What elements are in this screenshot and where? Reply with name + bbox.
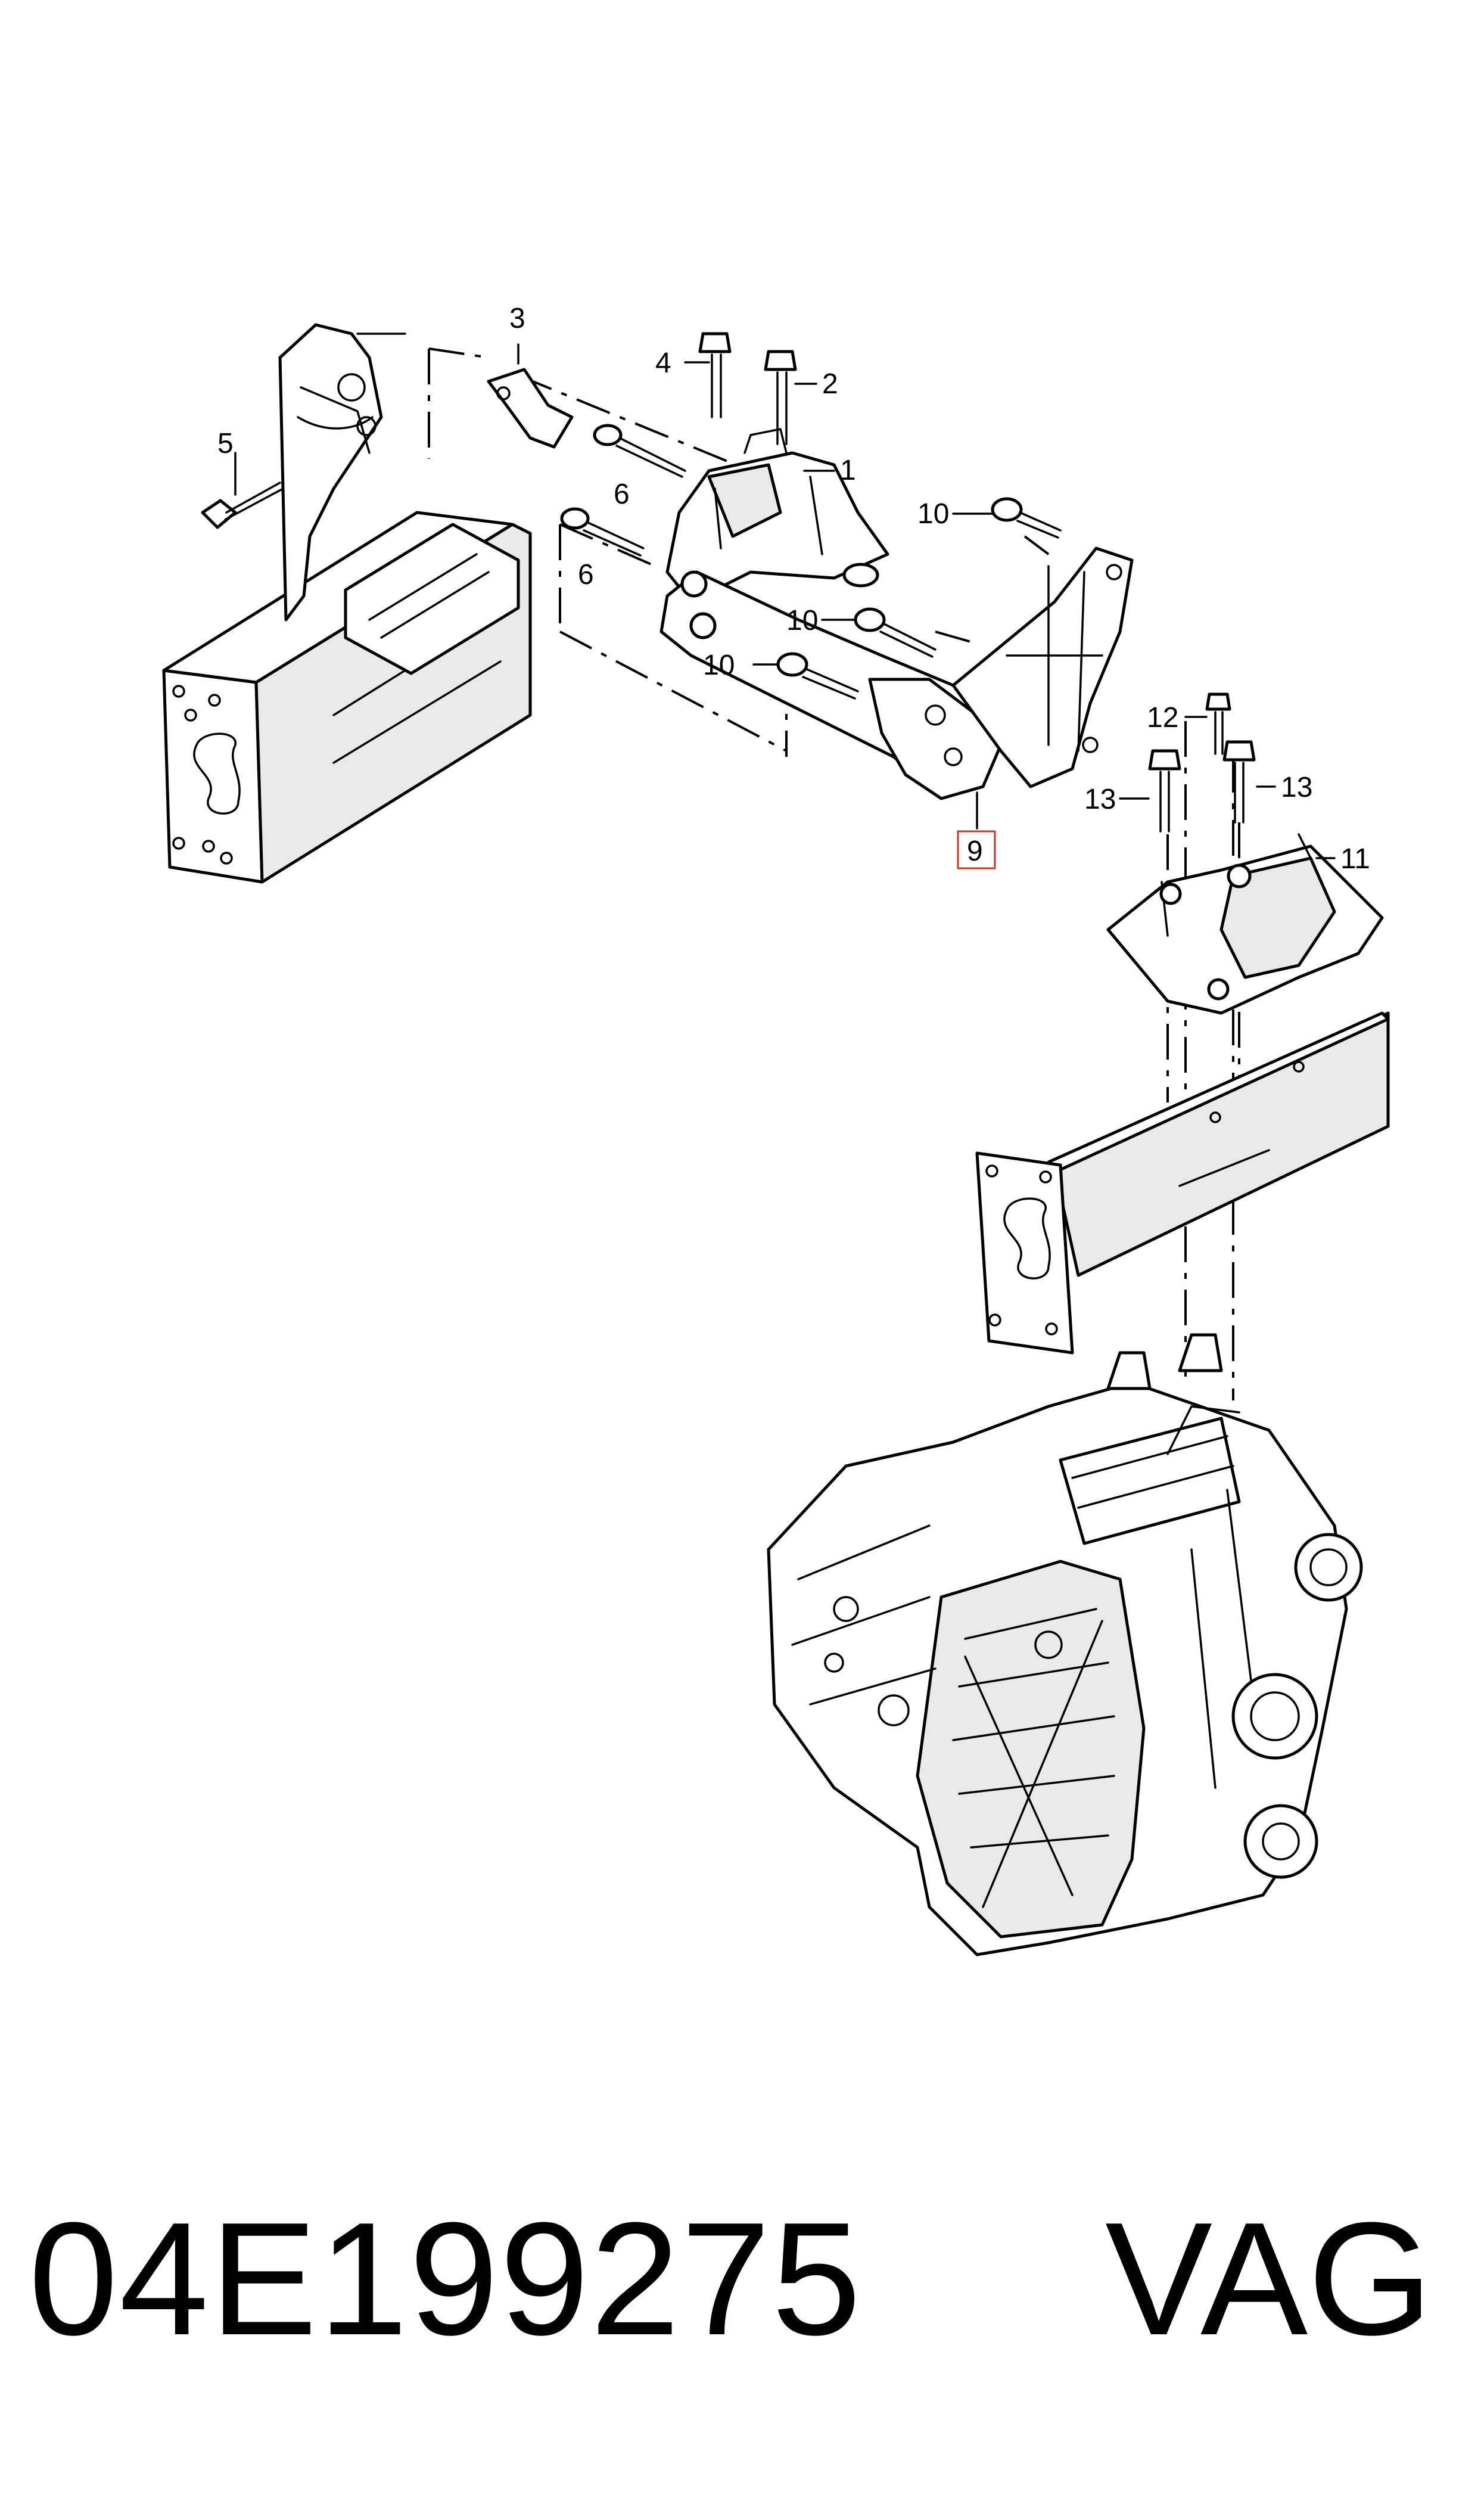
callout-6-upper: 6 bbox=[614, 479, 630, 510]
callout-3: 3 bbox=[509, 303, 525, 334]
bolt-6-lower-icon bbox=[560, 507, 645, 557]
leader-lines bbox=[234, 343, 1336, 859]
bolt-4-icon bbox=[698, 332, 732, 418]
part-number-label: 04E199275 bbox=[29, 2189, 863, 2369]
brand-label: VAG bbox=[1105, 2189, 1433, 2369]
callout-labels: 1 2 3 4 5 6 6 9 10 10 10 11 12 13 13 bbox=[217, 303, 1370, 875]
bolt-2-icon bbox=[764, 350, 797, 445]
callout-6-lower: 6 bbox=[578, 559, 594, 591]
engine-mount-bracket bbox=[659, 428, 1134, 800]
clip-bracket-3 bbox=[487, 368, 574, 449]
bolt-10-middle-icon bbox=[854, 607, 937, 658]
bolt-6-upper-icon bbox=[593, 424, 686, 478]
bolt-13-right-icon bbox=[1222, 740, 1256, 824]
bolt-10-upper-icon bbox=[991, 497, 1062, 539]
callout-10-lower: 10 bbox=[703, 650, 735, 681]
bolt-12-icon bbox=[1205, 692, 1231, 755]
bolt-13-left-icon bbox=[1148, 749, 1181, 833]
callout-11: 11 bbox=[1340, 843, 1370, 875]
transmission-mount-11 bbox=[1106, 833, 1384, 1015]
callout-10-middle: 10 bbox=[786, 605, 818, 636]
callout-9: 9 bbox=[967, 835, 983, 867]
bolts bbox=[201, 332, 1256, 833]
callout-13-left: 13 bbox=[1084, 784, 1116, 815]
callout-4: 4 bbox=[655, 347, 671, 379]
callout-2: 2 bbox=[822, 368, 838, 400]
callout-9-box bbox=[957, 830, 996, 869]
transmission-gearbox bbox=[767, 1333, 1363, 1956]
callout-10-upper: 10 bbox=[917, 498, 949, 530]
callout-12: 12 bbox=[1147, 702, 1178, 734]
callout-5: 5 bbox=[217, 428, 234, 459]
left-frame-rail bbox=[162, 323, 532, 884]
bolt-5-icon bbox=[201, 482, 284, 529]
callout-1: 1 bbox=[840, 455, 856, 486]
cross-member-beam bbox=[975, 1011, 1390, 1355]
callout-13-right: 13 bbox=[1281, 772, 1312, 803]
